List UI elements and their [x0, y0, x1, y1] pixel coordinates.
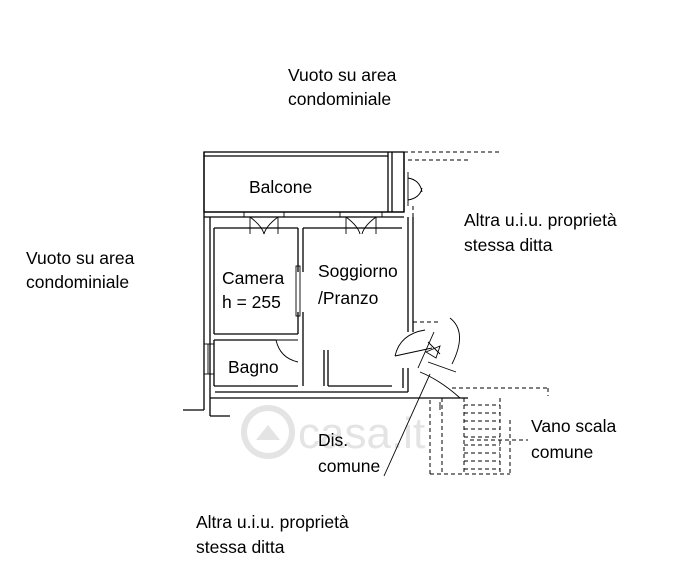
- watermark-text: casa.it: [298, 409, 425, 458]
- label-dis: Dis.: [318, 430, 348, 450]
- label-vano-comune: comune: [531, 442, 593, 462]
- dis-leader-line: [383, 373, 431, 477]
- balcony-doors: [243, 211, 383, 235]
- label-bagno: Bagno: [228, 357, 279, 377]
- top-right-adjacent: [404, 151, 500, 230]
- camera-door: [295, 265, 301, 317]
- watermark: casa.it: [241, 405, 425, 459]
- bathroom-window: [203, 343, 215, 375]
- label-altra-bottom-2: stessa ditta: [196, 537, 285, 557]
- stairs: [413, 321, 549, 475]
- label-altra-right-2: stessa ditta: [464, 235, 553, 255]
- label-dis-comune: comune: [318, 456, 380, 476]
- label-altra-right: Altra u.i.u. proprietà: [464, 210, 617, 230]
- entrance-door: [394, 317, 461, 399]
- label-vuoto-top: Vuoto su area: [288, 65, 397, 85]
- label-soggiorno: Soggiorno: [318, 261, 398, 281]
- watermark-logo-icon: [241, 405, 295, 459]
- label-vuoto-left: Vuoto su area: [26, 248, 135, 268]
- bathroom-door: [275, 339, 299, 363]
- label-pranzo: /Pranzo: [318, 288, 378, 308]
- label-balcone: Balcone: [249, 177, 312, 197]
- label-camera-height: h = 255: [222, 292, 281, 312]
- label-vuoto-top-2: condominiale: [288, 89, 391, 109]
- label-vano-scala: Vano scala: [531, 416, 617, 436]
- label-vuoto-left-2: condominiale: [26, 272, 129, 292]
- label-altra-bottom: Altra u.i.u. proprietà: [196, 512, 349, 532]
- label-camera: Camera: [222, 268, 285, 288]
